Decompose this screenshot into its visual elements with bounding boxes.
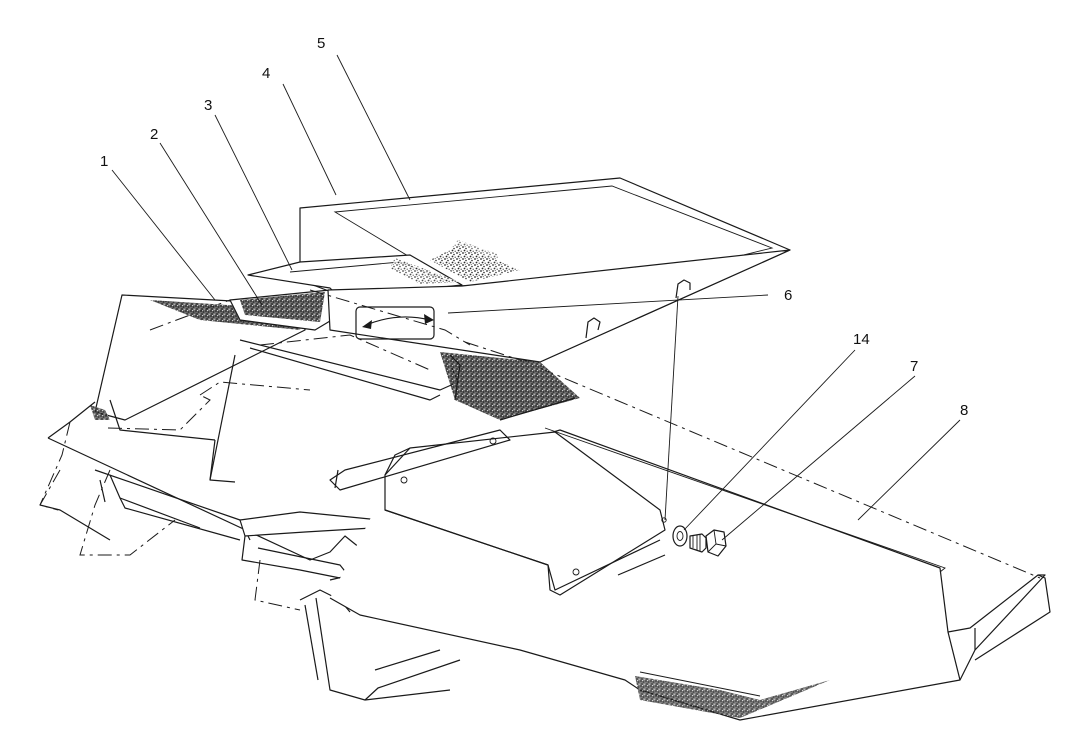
callout-5: 5	[317, 35, 325, 52]
callout-3: 3	[204, 97, 212, 114]
callout-labels: 1 2 3 4 5 6 14 7 8	[100, 35, 968, 419]
callout-14: 14	[853, 331, 870, 348]
leader-8	[857, 419, 961, 521]
leader-lines	[111, 54, 961, 541]
bracket-plate	[329, 429, 666, 596]
callout-2: 2	[150, 126, 158, 143]
leader-7	[721, 375, 916, 541]
callout-4: 4	[262, 65, 270, 82]
leader-3	[214, 114, 293, 271]
callout-6: 6	[784, 287, 792, 304]
callout-8: 8	[960, 402, 968, 419]
bolt-shank	[689, 533, 707, 553]
inner-divider	[199, 289, 459, 401]
leader-1	[111, 169, 216, 301]
hopper-cover	[247, 177, 791, 421]
leader-14	[683, 349, 856, 531]
leader-6	[447, 294, 769, 314]
leader-5	[336, 54, 411, 201]
callout-7: 7	[910, 358, 918, 375]
callout-1: 1	[100, 153, 108, 170]
double-arrow-icon	[365, 316, 431, 326]
leader-4	[282, 83, 337, 196]
leader-2	[159, 142, 263, 306]
decal-window	[355, 306, 435, 340]
washer-icon	[672, 525, 688, 547]
fastener-hardware	[661, 295, 727, 557]
